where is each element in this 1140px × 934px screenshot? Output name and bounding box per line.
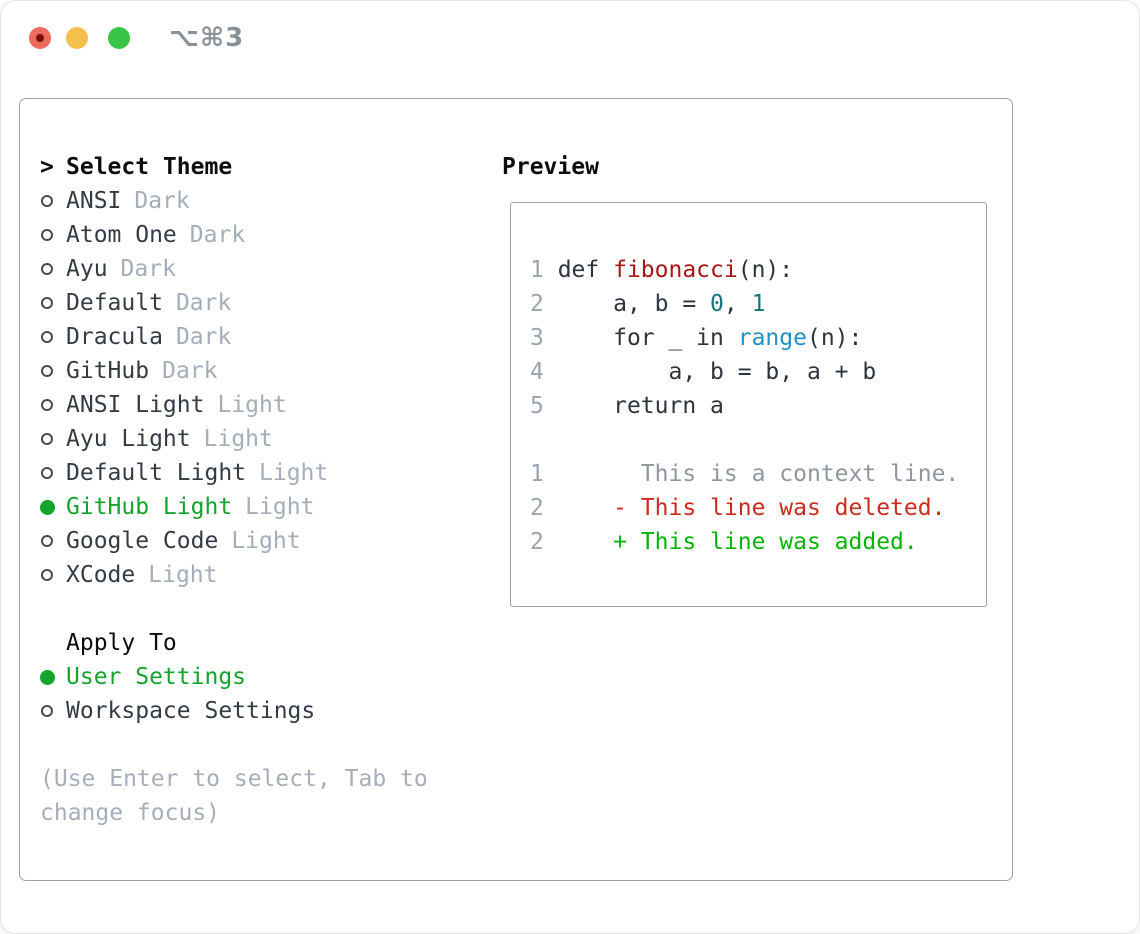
theme-variant-tag: Light [245,494,315,520]
theme-name: Default [66,290,163,316]
radio-icon [40,569,66,581]
radio-icon [40,263,66,275]
theme-name: Default Light [66,460,247,486]
theme-option-default[interactable]: Default Dark [40,286,490,320]
line-number: 2 [530,291,558,317]
select-theme-title: Select Theme [66,154,233,180]
code-line: 3 for _ in range(n): [530,325,863,351]
code-blank-line [530,423,986,457]
caret-icon: > [40,154,54,180]
theme-option-github[interactable]: GitHub Dark [40,354,490,388]
code-line: 1 def fibonacci(n): [530,257,794,283]
preview-title: Preview [502,154,599,180]
close-button[interactable] [29,27,51,49]
radio-icon [40,535,66,547]
radio-icon [40,331,66,343]
theme-variant-tag: Dark [162,358,218,384]
radio-icon [40,705,66,717]
radio-icon [40,297,66,309]
titlebar: ⌥⌘3 [1,1,1139,75]
code-line: 2 - This line was deleted. [530,495,946,521]
minimize-button[interactable] [66,27,88,49]
apply-option-label: User Settings [66,664,247,690]
code-line: 1 This is a context line. [530,461,960,487]
theme-variant-tag: Dark [134,188,190,214]
window-title: ⌥⌘3 [169,23,245,53]
select-theme-header: > Select Theme [40,150,490,184]
theme-variant-tag: Light [203,426,273,452]
radio-icon [40,433,66,445]
theme-name: GitHub [66,358,150,384]
radio-selected-icon [40,499,66,515]
theme-option-ayu[interactable]: Ayu Dark [40,252,490,286]
theme-option-github-light[interactable]: GitHub Light Light [40,490,490,524]
theme-variant-tag: Light [217,392,287,418]
line-number: 2 [530,495,558,521]
apply-to-header: Apply To [40,626,490,660]
theme-variant-tag: Dark [189,222,246,248]
theme-name: ANSI [66,188,122,214]
theme-option-ayu-light[interactable]: Ayu Light Light [40,422,490,456]
code-line: 4 a, b = b, a + b [530,359,877,385]
code-line: 2 + This line was added. [530,529,918,555]
apply-option-workspace-settings[interactable]: Workspace Settings [40,694,490,728]
code-line: 2 a, b = 0, 1 [530,291,766,317]
radio-icon [40,195,66,207]
radio-icon [40,229,66,241]
radio-icon [40,365,66,377]
theme-option-google-code[interactable]: Google Code Light [40,524,490,558]
radio-icon [40,399,66,411]
theme-name: Ayu Light [66,426,191,452]
theme-name: Atom One [66,222,177,248]
theme-option-atom-one[interactable]: Atom One Dark [40,218,490,252]
theme-name: XCode [66,562,136,588]
line-number: 2 [530,529,558,555]
line-number: 5 [530,393,558,419]
theme-name: Dracula [66,324,163,350]
radio-selected-icon [40,669,66,685]
apply-option-user-settings[interactable]: User Settings [40,660,490,694]
theme-variant-tag: Light [231,528,301,554]
theme-variant-tag: Light [259,460,329,486]
theme-name: Ayu [66,256,108,282]
theme-option-dracula[interactable]: Dracula Dark [40,320,490,354]
theme-option-default-light[interactable]: Default Light Light [40,456,490,490]
theme-option-ansi-light[interactable]: ANSI Light Light [40,388,490,422]
theme-name: ANSI Light [66,392,205,418]
apply-option-label: Workspace Settings [66,698,316,724]
apply-to-title: Apply To [66,630,177,656]
theme-name: Google Code [66,528,219,554]
code-line: 5 return a [530,393,724,419]
line-number: 1 [530,461,558,487]
line-number: 1 [530,257,558,283]
preview-box: 1 def fibonacci(n): 2 a, b = 0, 1 3 for _ … [510,202,987,607]
radio-icon [40,467,66,479]
theme-variant-tag: Dark [175,324,232,350]
theme-name: GitHub Light [66,494,233,520]
keyboard-hint: (Use Enter to select, Tab to change focu… [40,766,428,826]
theme-variant-tag: Light [148,562,218,588]
zoom-button[interactable] [108,27,130,49]
theme-option-xcode[interactable]: XCode Light [40,558,490,592]
line-number: 3 [530,325,558,351]
theme-variant-tag: Dark [175,290,232,316]
theme-variant-tag: Dark [120,256,176,282]
line-number [530,427,558,453]
theme-option-ansi[interactable]: ANSI Dark [40,184,490,218]
line-number: 4 [530,359,558,385]
